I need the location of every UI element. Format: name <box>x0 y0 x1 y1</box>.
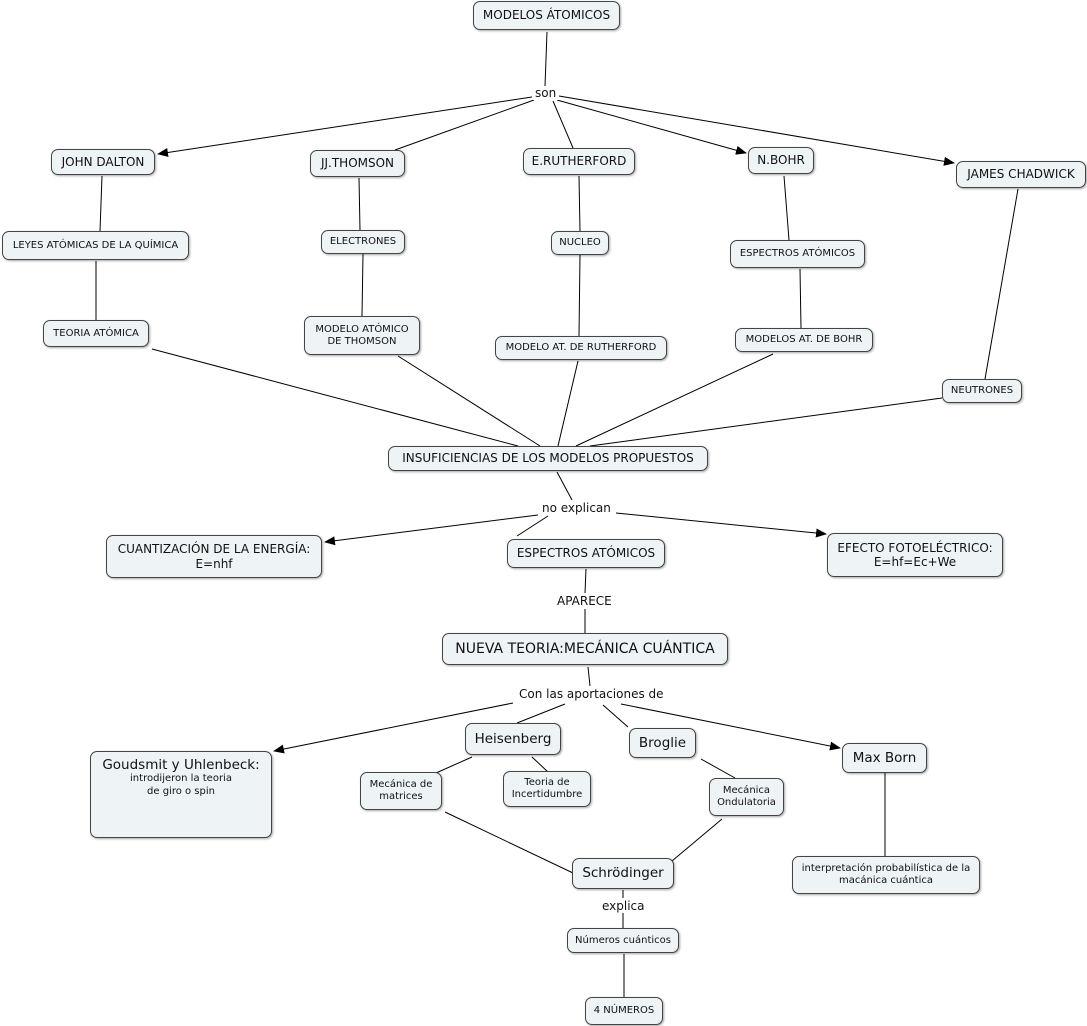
edge-heisenberg-incertidumbre <box>531 756 549 773</box>
node-numeros-cuanticos[interactable]: Números cuánticos <box>567 928 679 953</box>
node-neutrones-label: NEUTRONES <box>950 385 1014 396</box>
node-espectros-atomicos-bohr[interactable]: ESPECTROS ATÓMICOS <box>730 240 865 268</box>
edge-modelos-son <box>544 31 548 87</box>
edge-rutherford-nucleo <box>578 175 581 232</box>
node-n-bohr-label: N.BOHR <box>757 153 805 168</box>
link-label-aparece: APARECE <box>554 594 615 608</box>
edge-thomson-electrones <box>358 177 361 231</box>
node-mecanica-matrices-label: Mecánica de matrices <box>369 779 433 802</box>
link-label-no-explican: no explican <box>539 501 614 515</box>
node-teoria-incertidumbre-label: Teoria de Incertidumbre <box>511 777 583 800</box>
edge-teoria-insuf <box>151 348 519 447</box>
node-schrodinger[interactable]: Schrödinger <box>572 858 674 889</box>
node-e-rutherford[interactable]: E.RUTHERFORD <box>523 148 635 175</box>
node-interpretacion-label: interpretación probabilística de la macá… <box>801 863 971 886</box>
edge-dalton-leyes <box>99 175 103 232</box>
node-teoria-incertidumbre[interactable]: Teoria de Incertidumbre <box>503 771 591 807</box>
edge-matrices-schrodinger <box>444 811 574 874</box>
node-goudsmit-sub: introdijeron la teoria de giro o spin <box>130 773 232 797</box>
link-label-son: son <box>532 86 560 100</box>
edge-noexplican-efecto <box>615 512 827 538</box>
node-teoria-atomica[interactable]: TEORIA ATÓMICA <box>43 320 149 347</box>
edge-chadwick-neutrones <box>984 188 1019 380</box>
node-n-bohr[interactable]: N.BOHR <box>748 147 814 174</box>
node-modelos-bohr-label: MODELOS AT. DE BOHR <box>745 334 863 345</box>
node-modelos-atomicos-label: MODELOS ÁTOMICOS <box>482 8 611 23</box>
edge-bohr-espectros <box>783 175 790 241</box>
edge-rutherford-insuf <box>557 360 579 447</box>
edge-neutrones-insuf <box>589 397 943 447</box>
edge-aportaciones-broglie <box>602 704 629 728</box>
node-max-born-label: Max Born <box>852 749 917 766</box>
edge-nueva-aportaciones <box>587 666 591 687</box>
node-cuantizacion-label: CUANTIZACIÓN DE LA ENERGÍA: E=nhf <box>117 542 311 571</box>
node-heisenberg[interactable]: Heisenberg <box>465 723 561 755</box>
node-espectros-atomicos-label: ESPECTROS ATÓMICOS <box>516 546 656 561</box>
node-espectros-atomicos-bohr-label: ESPECTROS ATÓMICOS <box>739 248 856 259</box>
node-cuantizacion[interactable]: CUANTIZACIÓN DE LA ENERGÍA: E=nhf <box>106 535 322 578</box>
node-jj-thomson-label: JJ.THOMSON <box>320 156 395 171</box>
edge-bohr-insuf <box>575 353 774 447</box>
node-neutrones[interactable]: NEUTRONES <box>942 379 1022 403</box>
node-nucleo-label: NUCLEO <box>559 237 601 248</box>
edge-broglie-ondulatoria <box>700 758 736 779</box>
node-numeros-cuanticos-label: Números cuánticos <box>575 934 671 946</box>
node-jj-thomson[interactable]: JJ.THOMSON <box>310 150 405 177</box>
node-interpretacion-probabilistica[interactable]: interpretación probabilística de la macá… <box>792 856 980 894</box>
node-james-chadwick[interactable]: JAMES CHADWICK <box>956 161 1086 188</box>
edge-thomson-insuf <box>397 355 541 447</box>
node-leyes-atomicas[interactable]: LEYES ATÓMICAS DE LA QUÍMICA <box>2 231 189 260</box>
node-mecanica-ondulatoria-label: Mecánica Ondulatoria <box>717 785 776 808</box>
node-cuatro-numeros[interactable]: 4 NÚMEROS <box>585 997 663 1025</box>
edge-son-rutherford <box>552 100 574 149</box>
node-teoria-atomica-label: TEORIA ATÓMICA <box>53 327 139 339</box>
edge-espectros-modelos <box>799 268 802 329</box>
node-efecto-fotoelectrico[interactable]: EFECTO FOTOELÉCTRICO: E=hf=Ec+We <box>827 533 1003 577</box>
node-john-dalton[interactable]: JOHN DALTON <box>51 149 155 175</box>
node-goudsmit-uhlenbeck[interactable]: Goudsmit y Uhlenbeck: introdijeron la te… <box>90 751 272 838</box>
node-espectros-atomicos[interactable]: ESPECTROS ATÓMICOS <box>507 539 665 568</box>
node-electrones-label: ELECTRONES <box>329 236 397 247</box>
node-mecanica-matrices[interactable]: Mecánica de matrices <box>360 772 442 810</box>
node-modelos-atomicos[interactable]: MODELOS ÁTOMICOS <box>473 1 620 30</box>
node-e-rutherford-label: E.RUTHERFORD <box>531 154 627 169</box>
link-label-aportaciones: Con las aportaciones de <box>516 687 667 701</box>
node-nueva-teoria[interactable]: NUEVA TEORIA:MECÁNICA CUÁNTICA <box>442 633 728 665</box>
node-efecto-fotoelectrico-label: EFECTO FOTOELÉCTRICO: E=hf=Ec+We <box>837 540 993 569</box>
node-modelo-rutherford[interactable]: MODELO AT. DE RUTHERFORD <box>495 336 667 360</box>
edge-electrones-modelo <box>361 253 364 317</box>
edge-son-dalton <box>157 96 533 157</box>
link-label-explica: explica <box>599 899 648 913</box>
edge-aportaciones-heisenberg <box>516 703 566 724</box>
node-modelo-thomson-label: MODELO ATÓMICO DE THOMSON <box>315 323 409 347</box>
node-james-chadwick-label: JAMES CHADWICK <box>967 167 1075 182</box>
node-nucleo[interactable]: NUCLEO <box>551 231 609 255</box>
edge-noexplican-espectros <box>516 515 549 537</box>
node-modelos-bohr[interactable]: MODELOS AT. DE BOHR <box>735 328 873 352</box>
edge-espectros-aparece <box>584 568 587 594</box>
node-cuatro-numeros-label: 4 NÚMEROS <box>593 1005 655 1016</box>
node-broglie[interactable]: Broglie <box>629 728 696 758</box>
node-leyes-atomicas-label: LEYES ATÓMICAS DE LA QUÍMICA <box>12 239 179 251</box>
edge-son-thomson <box>394 99 535 151</box>
edge-noexplican-cuantizacion <box>324 514 539 546</box>
node-electrones[interactable]: ELECTRONES <box>321 230 405 254</box>
node-insuficiencias-label: INSUFICIENCIAS DE LOS MODELOS PROPUESTOS <box>402 451 694 466</box>
node-john-dalton-label: JOHN DALTON <box>61 154 145 169</box>
node-heisenberg-label: Heisenberg <box>474 730 552 747</box>
node-insuficiencias[interactable]: INSUFICIENCIAS DE LOS MODELOS PROPUESTOS <box>388 446 708 471</box>
node-broglie-label: Broglie <box>638 734 687 751</box>
node-modelo-thomson[interactable]: MODELO ATÓMICO DE THOMSON <box>304 316 420 355</box>
edge-nucleo-modelo <box>578 254 581 337</box>
edge-insuf-noexplican <box>556 471 573 501</box>
node-modelo-rutherford-label: MODELO AT. DE RUTHERFORD <box>505 342 657 353</box>
node-schrodinger-label: Schrödinger <box>582 865 664 882</box>
edge-heisenberg-matrices <box>435 756 473 774</box>
node-nueva-teoria-label: NUEVA TEORIA:MECÁNICA CUÁNTICA <box>455 640 715 657</box>
node-goudsmit-title: Goudsmit y Uhlenbeck: <box>102 757 260 773</box>
node-mecanica-ondulatoria[interactable]: Mecánica Ondulatoria <box>709 778 784 816</box>
edge-ondulatoria-schrodinger <box>671 818 723 862</box>
edge-son-bohr <box>556 99 747 155</box>
node-max-born[interactable]: Max Born <box>842 743 927 773</box>
